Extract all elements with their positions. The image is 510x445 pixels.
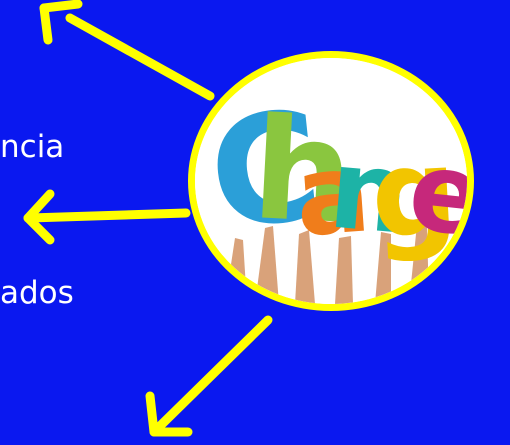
arrow-left-icon [23, 189, 191, 245]
letter-4: g [368, 123, 461, 266]
arrow-down-left-icon [145, 315, 273, 437]
letter-3: n [324, 124, 413, 258]
text-line-1: ncia [0, 129, 65, 165]
letter-2: a [291, 128, 374, 261]
arrow-up-left-icon [39, 0, 215, 101]
letter-1: h [249, 88, 357, 256]
letter-0: C [202, 79, 330, 264]
text-line-2: ados [0, 275, 74, 311]
